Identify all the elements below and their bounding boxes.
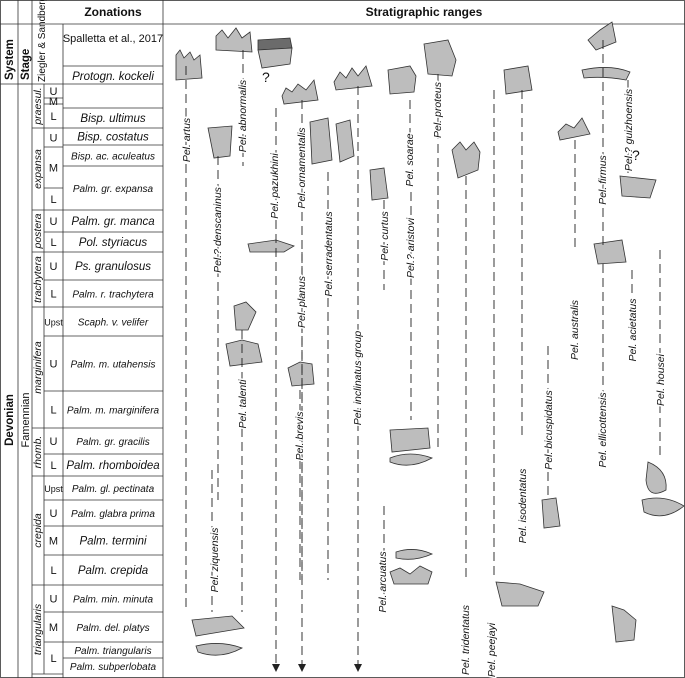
system-name: Devonian	[4, 394, 16, 446]
range-arrow	[298, 664, 306, 672]
subzone-label: Upst	[44, 484, 63, 494]
zone-label: Palm. crepida	[78, 565, 148, 577]
spalletta-column-header: Spalletta et al., 2017	[63, 33, 163, 45]
subzone-label: L	[50, 565, 56, 577]
zone-label: Palm. m. utahensis	[70, 360, 155, 371]
query-mark-guizhoensis: ?	[632, 147, 640, 163]
species-label: Pel. peejayi	[486, 622, 498, 677]
ranges-header: Stratigraphic ranges	[366, 5, 483, 19]
zone-label: Palm. glabra prima	[71, 509, 155, 520]
species-label: Pel. planus	[296, 275, 308, 328]
zone-label: Palm. subperlobata	[70, 662, 157, 673]
species-label: Pel. australis	[569, 299, 581, 360]
zone-label: Palm. gl. pectinata	[72, 484, 155, 495]
subzone-label: U	[50, 133, 58, 145]
species-label: Pel. brevis	[294, 411, 306, 461]
subzone-label: L	[50, 289, 56, 301]
zone-label: Palm. del. platys	[76, 623, 149, 634]
subzone-label: L	[50, 405, 56, 417]
group-label: crepida	[32, 513, 44, 548]
species-label: Pel. curtus	[379, 210, 391, 260]
stage-name: Famennian	[20, 392, 32, 447]
subzone-label: U	[50, 261, 58, 273]
query-mark-abnormalis: ?	[262, 69, 270, 85]
zone-label: Ps. granulosus	[75, 261, 151, 273]
species-label: Pel. serradentatus	[323, 211, 335, 297]
species-label: Pel.? guizhoensis	[623, 88, 635, 171]
species-label: Pel. ornamentalis	[296, 127, 308, 209]
subzone-label: Upst	[44, 318, 63, 328]
group-label: trachytera	[32, 256, 44, 303]
species-label: Pel. housei	[655, 353, 667, 406]
subzone-label: L	[50, 194, 56, 206]
species-label: Pel. isodentatus	[517, 468, 529, 543]
zone-label: Palm. termini	[79, 536, 147, 548]
zone-label: Scaph. v. velifer	[78, 318, 149, 329]
species-label: Pel. pazukhini	[269, 153, 281, 219]
subzone-label: L	[50, 111, 56, 123]
subzone-label: U	[50, 508, 58, 520]
species-label: Pel. ziquensis	[209, 527, 221, 593]
species-label: Pel. firmus	[597, 154, 609, 204]
species-label: Pel. soarae	[404, 133, 416, 186]
subzone-label: U	[50, 436, 58, 448]
species-label: Pel. acietatus	[627, 298, 639, 362]
zone-label: Palm. rhomboidea	[66, 460, 159, 472]
top-zone-label: Protogn. kockeli	[72, 71, 154, 83]
ziegler-column-header: Ziegler & Sandberg, 1990	[37, 0, 48, 82]
zone-label: Bisp. costatus	[77, 132, 149, 144]
zone-label: Palm. gr. manca	[71, 216, 154, 228]
range-arrow	[354, 664, 362, 672]
subzone-label: U	[50, 216, 58, 228]
zone-label: Palm. triangularis	[74, 646, 151, 657]
species-label: Pel. proteus	[432, 81, 444, 138]
species-label: Pel.? denscaninus	[212, 186, 224, 273]
species-label: Pel. bicuspidatus	[543, 390, 555, 470]
stage-header: Stage	[20, 49, 32, 80]
subzone-label: M	[49, 536, 58, 548]
species-label: Pel. arcuatus	[377, 551, 389, 613]
species-label: Pel.? aristovi	[405, 217, 417, 278]
species-label: Pel. talenti	[237, 379, 249, 429]
zone-label: Pol. styriacus	[79, 237, 148, 249]
species-label: Pel. tridentatus	[460, 604, 472, 675]
subzone-label: M	[49, 622, 58, 634]
zone-label: Palm. gr. gracilis	[76, 437, 150, 448]
zonations-header: Zonations	[84, 5, 142, 19]
subzone-label: M	[49, 96, 58, 108]
subzone-label: L	[50, 237, 56, 249]
group-label: marginifera	[32, 341, 44, 394]
species-label: Pel. ellicottensis	[597, 392, 609, 468]
subzone-label: U	[50, 86, 58, 98]
spalletta-text: Spalletta et al., 2017	[63, 33, 163, 45]
zone-label: Palm. r. trachytera	[72, 290, 154, 301]
zone-label: Palm. gr. expansa	[73, 184, 154, 195]
zone-label: Palm. m. marginifera	[67, 406, 160, 417]
fossil-illustrations	[175, 21, 685, 656]
subzone-label: U	[50, 594, 58, 606]
zone-label: Palm. min. minuta	[73, 595, 153, 606]
subzone-label: U	[50, 359, 58, 371]
subzone-label: M	[49, 163, 58, 175]
group-label: triangularis	[32, 603, 44, 655]
species-label: Pel. inclinatus group	[352, 331, 364, 426]
zone-label: Bisp. ac. aculeatus	[71, 152, 155, 163]
group-label: rhomb.	[32, 436, 44, 469]
zone-label: Bisp. ultimus	[80, 113, 145, 125]
species-label: Pel. abnormalis	[237, 79, 249, 152]
subzone-label: L	[50, 460, 56, 472]
species-label: Pel. artus	[181, 117, 193, 162]
range-arrow	[272, 664, 280, 672]
group-label: postera	[32, 213, 44, 249]
system-header: System	[4, 39, 16, 80]
subzone-label: L	[50, 653, 56, 665]
group-label: praesul.	[32, 87, 44, 125]
group-label: expansa	[32, 149, 44, 189]
